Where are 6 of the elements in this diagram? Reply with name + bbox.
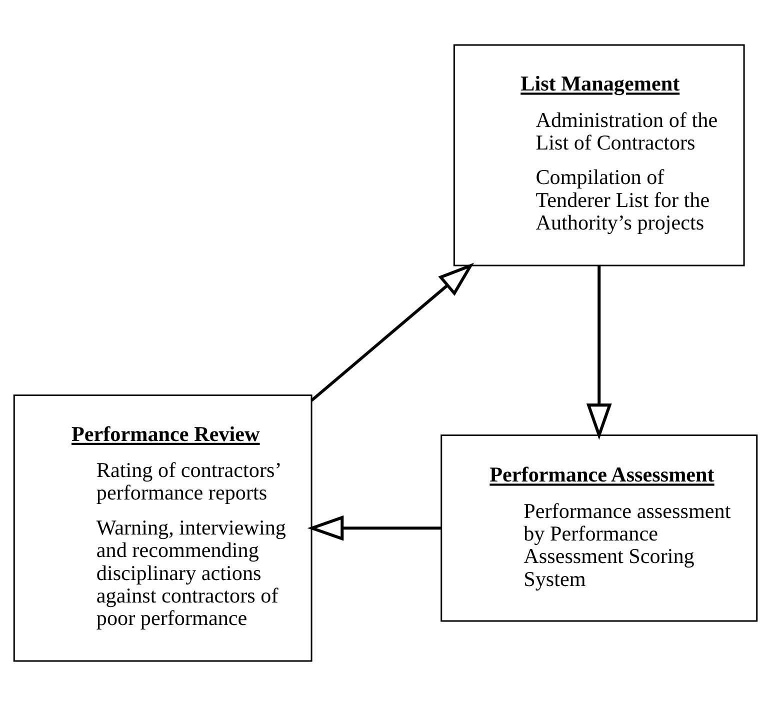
node-box: List Management Administration of the List of Contractors Compilation of Tenderer List for the Authority’s projects [453, 44, 745, 266]
arrow [310, 262, 474, 402]
node-box: Performance Assessment Performance assessment by Performance Assessment Scoring System [440, 434, 758, 622]
arrow [586, 265, 612, 440]
arrow [307, 514, 441, 540]
node-box: Performance Review Rating of contractors’ performance reports Warning, interviewing and recommending disciplinary actions against contractors of poor performance [13, 394, 312, 662]
